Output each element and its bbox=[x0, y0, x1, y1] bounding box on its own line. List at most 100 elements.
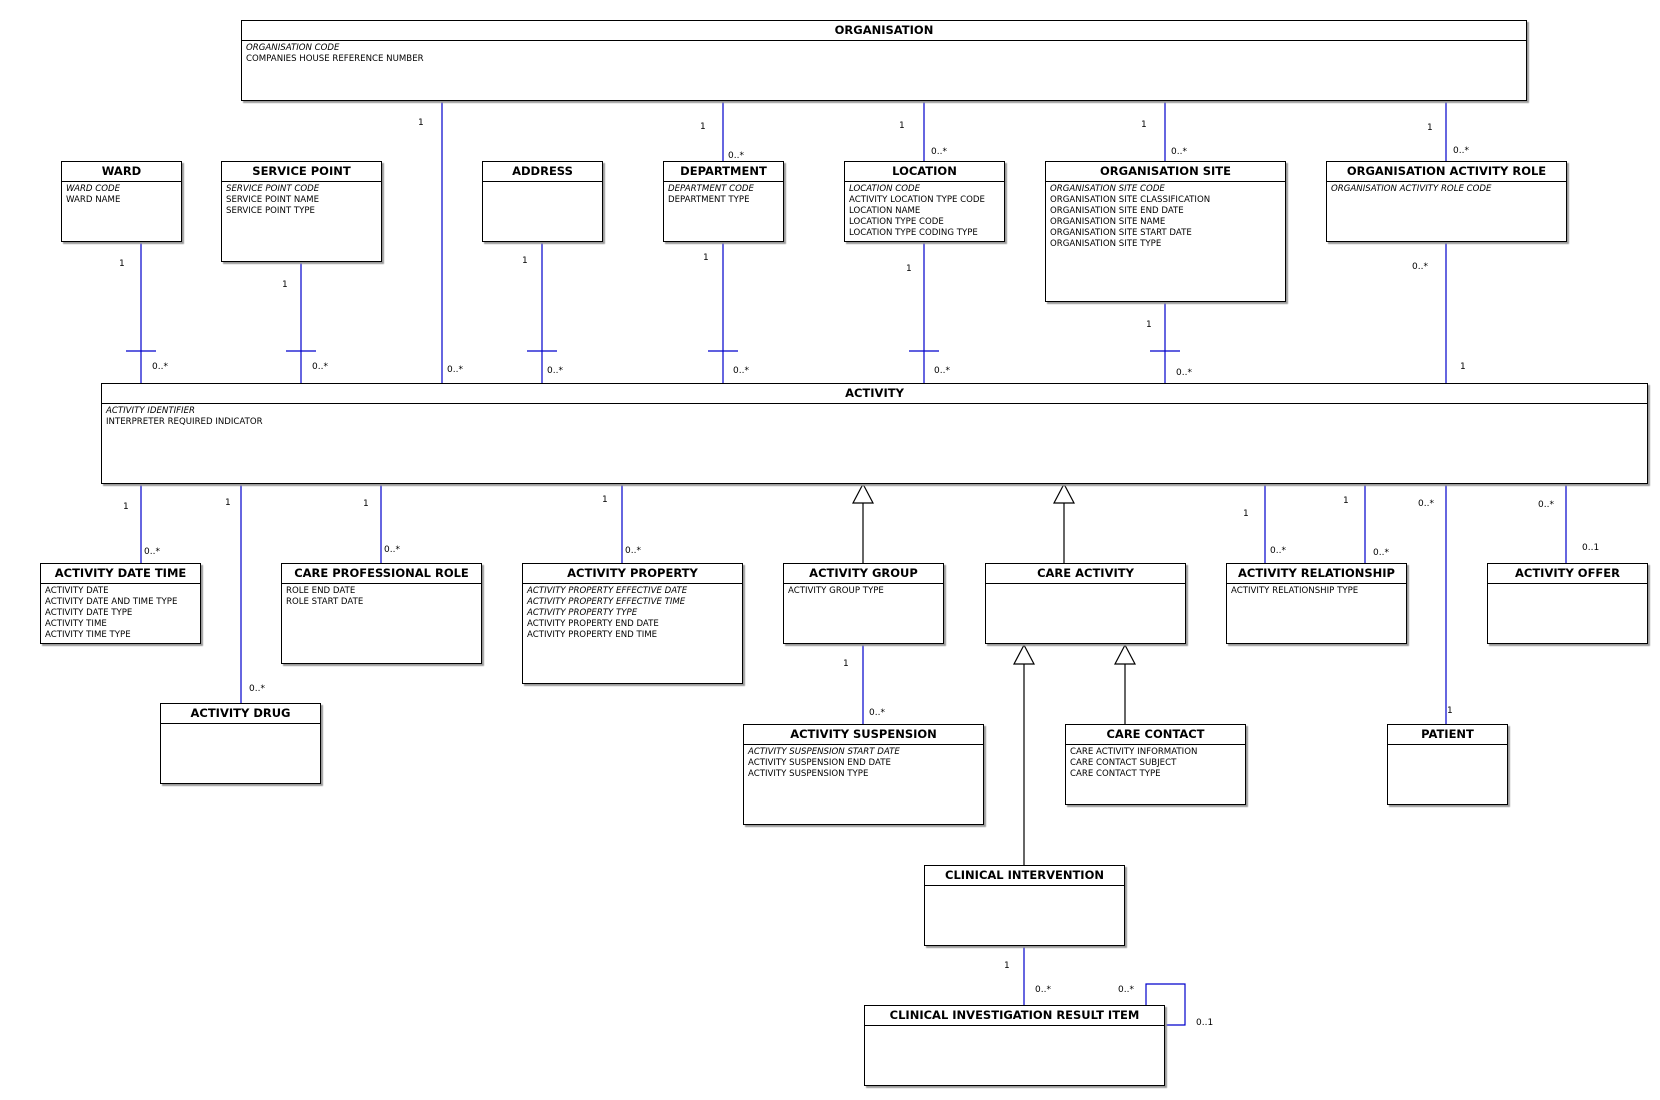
multiplicity-label: 1 bbox=[123, 502, 129, 512]
entity-patient[interactable]: PATIENT bbox=[1387, 724, 1508, 805]
entity-title: ORGANISATION SITE bbox=[1046, 162, 1285, 182]
key-attribute: DEPARTMENT CODE bbox=[668, 184, 754, 194]
attribute: CARE ACTIVITY INFORMATION bbox=[1070, 747, 1198, 757]
multiplicity-label: 1 bbox=[418, 118, 424, 128]
generalization-arrow bbox=[1114, 643, 1136, 665]
multiplicity-label: 1 bbox=[1427, 123, 1433, 133]
attribute: ACTIVITY TIME bbox=[45, 619, 107, 629]
attribute: CARE CONTACT TYPE bbox=[1070, 769, 1161, 779]
entity-title: ACTIVITY GROUP bbox=[784, 564, 943, 584]
entity-activity-relationship[interactable]: ACTIVITY RELATIONSHIP ACTIVITY RELATIONSH… bbox=[1226, 563, 1407, 644]
entity-title: ACTIVITY bbox=[102, 384, 1647, 404]
key-attribute: ORGANISATION CODE bbox=[246, 43, 340, 53]
multiplicity-label: 1 bbox=[1243, 509, 1249, 519]
attribute: ACTIVITY PROPERTY END TIME bbox=[527, 630, 658, 640]
multiplicity-label: 0..1 bbox=[1582, 543, 1600, 553]
attribute: ORGANISATION SITE END DATE bbox=[1050, 206, 1184, 216]
entity-title: ACTIVITY DATE TIME bbox=[41, 564, 200, 584]
entity-activity-offer[interactable]: ACTIVITY OFFER bbox=[1487, 563, 1648, 644]
entity-title: DEPARTMENT bbox=[664, 162, 783, 182]
attribute: ACTIVITY RELATIONSHIP TYPE bbox=[1231, 586, 1359, 596]
generalization-arrow bbox=[1053, 482, 1075, 504]
multiplicity-label: 0..* bbox=[625, 546, 641, 556]
multiplicity-label: 0..* bbox=[447, 365, 463, 375]
multiplicity-label: 1 bbox=[602, 495, 608, 505]
entity-title: CARE PROFESSIONAL ROLE bbox=[282, 564, 481, 584]
key-attribute: WARD CODE bbox=[66, 184, 121, 194]
multiplicity-label: 0..* bbox=[152, 362, 168, 372]
multiplicity-label: 1 bbox=[363, 499, 369, 509]
multiplicity-label: 1 bbox=[1141, 120, 1147, 130]
entity-title: CARE ACTIVITY bbox=[986, 564, 1185, 584]
multiplicity-label: 0..* bbox=[869, 708, 885, 718]
multiplicity-label: 0..* bbox=[249, 684, 265, 694]
key-attribute: LOCATION CODE bbox=[849, 184, 921, 194]
attribute-list: ACTIVITY RELATIONSHIP TYPE bbox=[1227, 584, 1406, 597]
entity-title: LOCATION bbox=[845, 162, 1004, 182]
entity-title: ACTIVITY PROPERTY bbox=[523, 564, 742, 584]
entity-title: ORGANISATION ACTIVITY ROLE bbox=[1327, 162, 1566, 182]
generalization-arrow bbox=[852, 482, 874, 504]
multiplicity-label: 0..* bbox=[1373, 548, 1389, 558]
multiplicity-label: 1 bbox=[1460, 362, 1466, 372]
key-attribute: ACTIVITY SUSPENSION START DATE bbox=[748, 747, 900, 757]
multiplicity-label: 1 bbox=[522, 256, 528, 266]
entity-title: ACTIVITY DRUG bbox=[161, 704, 320, 724]
entity-care-activity[interactable]: CARE ACTIVITY bbox=[985, 563, 1186, 644]
multiplicity-label: 1 bbox=[119, 259, 125, 269]
multiplicity-label: 1 bbox=[700, 122, 706, 132]
multiplicity-label: 0..* bbox=[1118, 985, 1134, 995]
attribute: ACTIVITY LOCATION TYPE CODE bbox=[849, 195, 985, 205]
attribute: LOCATION TYPE CODE bbox=[849, 217, 944, 227]
attribute: WARD NAME bbox=[66, 195, 121, 205]
attribute: INTERPRETER REQUIRED INDICATOR bbox=[106, 417, 263, 427]
key-attribute: ACTIVITY PROPERTY EFFECTIVE TIME bbox=[527, 597, 686, 607]
entity-title: ACTIVITY RELATIONSHIP bbox=[1227, 564, 1406, 584]
multiplicity-label: 0..* bbox=[1538, 500, 1554, 510]
multiplicity-label: 0..* bbox=[934, 366, 950, 376]
attribute: COMPANIES HOUSE REFERENCE NUMBER bbox=[246, 54, 424, 64]
attribute: ACTIVITY DATE bbox=[45, 586, 109, 596]
entity-address[interactable]: ADDRESS bbox=[482, 161, 603, 242]
attribute: ACTIVITY DATE AND TIME TYPE bbox=[45, 597, 178, 607]
attribute: SERVICE POINT NAME bbox=[226, 195, 320, 205]
attribute-list: ORGANISATION ACTIVITY ROLE CODE bbox=[1327, 182, 1566, 195]
self-association-line bbox=[1145, 983, 1186, 1026]
multiplicity-label: 0..* bbox=[1412, 262, 1428, 272]
attribute: LOCATION NAME bbox=[849, 206, 921, 216]
entity-clinical-investigation-result-item[interactable]: CLINICAL INVESTIGATION RESULT ITEM bbox=[864, 1005, 1165, 1086]
attribute-list bbox=[986, 584, 1185, 586]
attribute-list bbox=[1488, 584, 1647, 586]
multiplicity-label: 0..* bbox=[144, 547, 160, 557]
entity-clinical-intervention[interactable]: CLINICAL INTERVENTION bbox=[924, 865, 1125, 946]
key-attribute: ACTIVITY PROPERTY TYPE bbox=[527, 608, 638, 618]
multiplicity-label: 0..* bbox=[1171, 147, 1187, 157]
entity-title: CLINICAL INTERVENTION bbox=[925, 866, 1124, 886]
attribute: ORGANISATION SITE START DATE bbox=[1050, 228, 1192, 238]
entity-title: ADDRESS bbox=[483, 162, 602, 182]
multiplicity-label: 0..* bbox=[312, 362, 328, 372]
multiplicity-label: 1 bbox=[703, 253, 709, 263]
entity-activity-drug[interactable]: ACTIVITY DRUG bbox=[160, 703, 321, 784]
